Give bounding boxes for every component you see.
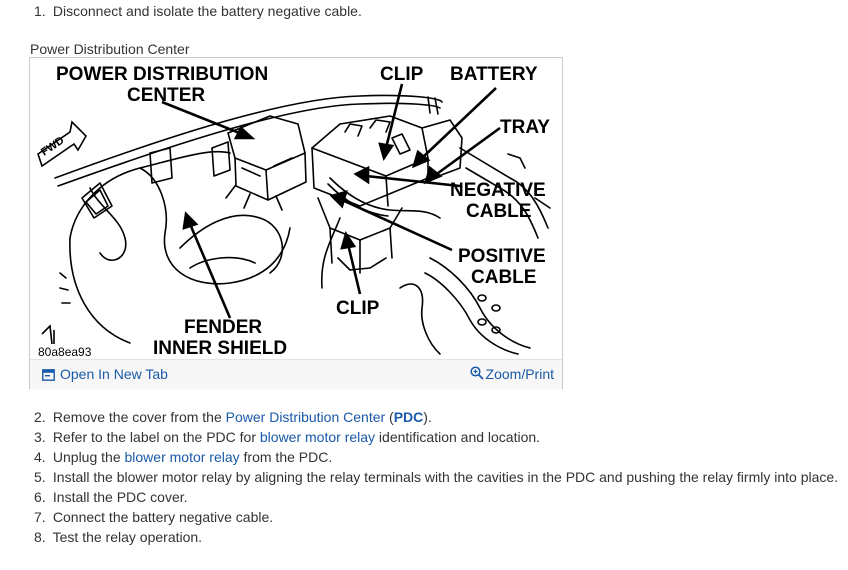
step-text-end: from the PDC. xyxy=(239,449,333,465)
step-text: Install the PDC cover. xyxy=(52,489,188,505)
label-pdc-line2: CENTER xyxy=(127,85,205,106)
step-text: Connect the battery negative cable. xyxy=(52,509,274,525)
label-negative-line1: NEGATIVE xyxy=(450,180,546,201)
step-3: 3. Refer to the label on the PDC for blo… xyxy=(34,428,540,446)
step-text-end: identification and location. xyxy=(375,429,541,445)
step-1: 1. Disconnect and isolate the battery ne… xyxy=(34,2,362,20)
label-battery: BATTERY xyxy=(450,64,538,85)
blower-motor-relay-link[interactable]: blower motor relay xyxy=(124,449,240,465)
step-2: 2. Remove the cover from the Power Distr… xyxy=(34,408,432,426)
step-text: Test the relay operation. xyxy=(52,529,203,545)
step-text: Disconnect and isolate the battery negat… xyxy=(52,3,362,19)
label-pdc-line1: POWER DISTRIBUTION xyxy=(56,64,268,85)
open-in-new-tab-icon xyxy=(42,369,55,381)
open-in-new-tab-label: Open In New Tab xyxy=(60,366,168,382)
step-text-end: ). xyxy=(423,409,432,425)
blower-motor-relay-link[interactable]: blower motor relay xyxy=(259,429,376,445)
label-clip-bottom: CLIP xyxy=(336,298,380,319)
pdc-abbrev: PDC xyxy=(393,409,424,425)
step-number: 7. xyxy=(34,509,46,525)
fwd-arrow-icon: FWD xyxy=(37,120,87,168)
label-clip-top: CLIP xyxy=(380,64,424,85)
step-number: 1. xyxy=(34,3,46,19)
figure-toolbar: Open In New Tab Zoom/Print xyxy=(30,359,562,389)
figure-caption: Power Distribution Center xyxy=(30,41,190,57)
label-tray: TRAY xyxy=(500,117,550,138)
figure-code: 80a8ea93 xyxy=(38,345,92,358)
pdc-diagram: FWD POWER DISTRIBUTION CENTER CLIP BATTE… xyxy=(37,64,551,358)
zoom-print-link[interactable]: Zoom/Print xyxy=(469,366,554,382)
step-5: 5. Install the blower motor relay by ali… xyxy=(34,468,838,486)
step-4: 4. Unplug the blower motor relay from th… xyxy=(34,448,332,466)
step-number: 2. xyxy=(34,409,46,425)
step-text: Install the blower motor relay by aligni… xyxy=(52,469,839,485)
label-fender-line1: FENDER xyxy=(184,317,262,338)
label-positive-line2: CABLE xyxy=(471,267,536,288)
diagram-linework xyxy=(54,94,551,355)
step-7: 7. Connect the battery negative cable. xyxy=(34,508,273,526)
label-negative-line2: CABLE xyxy=(466,201,531,222)
step-number: 8. xyxy=(34,529,46,545)
pdc-link[interactable]: Power Distribution Center xyxy=(225,409,386,425)
step-text-mid: ( xyxy=(385,409,394,425)
step-text: Refer to the label on the PDC for xyxy=(52,429,260,445)
zoom-print-label: Zoom/Print xyxy=(485,366,554,382)
step-6: 6. Install the PDC cover. xyxy=(34,488,188,506)
zoom-icon xyxy=(469,366,484,380)
step-8: 8. Test the relay operation. xyxy=(34,528,202,546)
step-number: 4. xyxy=(34,449,46,465)
corner-mark-icon xyxy=(41,324,55,345)
figure-container: FWD POWER DISTRIBUTION CENTER CLIP BATTE… xyxy=(29,57,563,389)
step-text: Remove the cover from the xyxy=(52,409,226,425)
open-in-new-tab-link[interactable]: Open In New Tab xyxy=(42,366,168,382)
step-number: 3. xyxy=(34,429,46,445)
step-text: Unplug the xyxy=(52,449,125,465)
step-number: 5. xyxy=(34,469,46,485)
leader-arrows xyxy=(161,83,501,319)
label-positive-line1: POSITIVE xyxy=(458,246,546,267)
label-fender-line2: INNER SHIELD xyxy=(153,338,287,358)
step-number: 6. xyxy=(34,489,46,505)
